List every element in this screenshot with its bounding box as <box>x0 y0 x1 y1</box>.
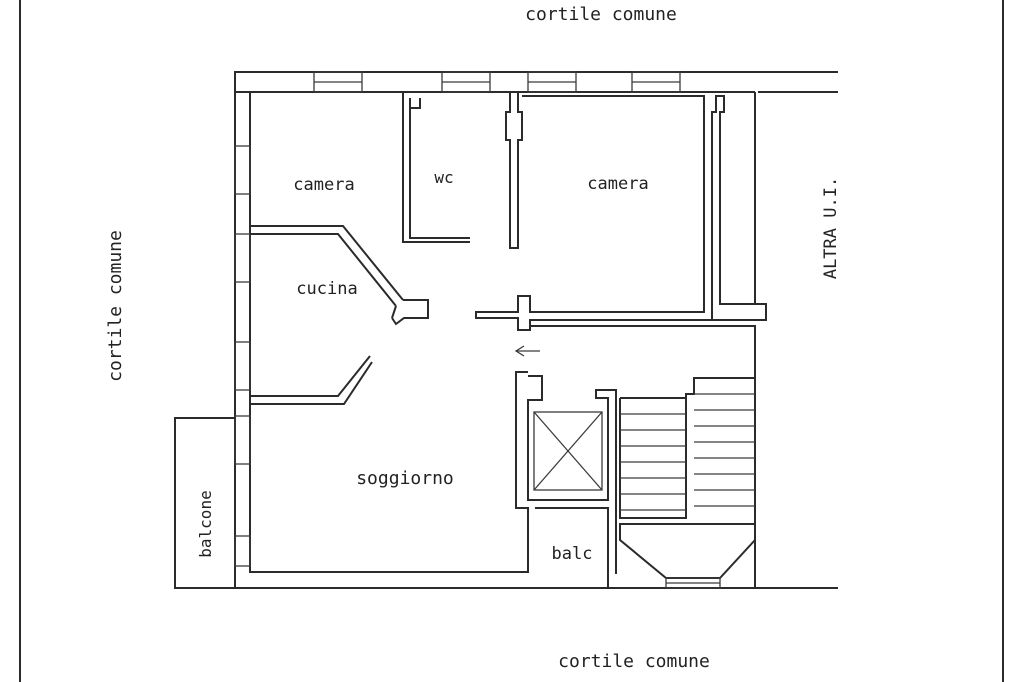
stair-treads <box>620 393 755 511</box>
label-camera-left: camera <box>293 175 354 195</box>
camera-left-walls <box>250 225 429 326</box>
wc-walls <box>402 92 523 249</box>
stair-landing <box>619 523 756 589</box>
camera-right-walls <box>475 92 767 588</box>
label-camera-right: camera <box>587 174 648 194</box>
label-wc: wc <box>434 168 453 187</box>
stair-core <box>527 375 755 588</box>
page-frame <box>19 0 1004 682</box>
balcone-area <box>174 417 235 589</box>
label-cucina: cucina <box>296 279 357 299</box>
label-cortile-bottom: cortile comune <box>558 651 710 672</box>
label-balcone: balcone <box>196 490 215 557</box>
cucina-soggiorno-walls <box>250 355 373 405</box>
top-windows <box>313 71 681 93</box>
label-cortile-left: cortile comune <box>105 230 126 382</box>
label-altra-ui: ALTRA U.I. <box>821 177 841 279</box>
outer-walls <box>234 71 838 589</box>
label-soggiorno: soggiorno <box>356 468 454 489</box>
entry-arrow-icon <box>514 345 540 357</box>
label-balc: balc <box>552 544 593 564</box>
left-windows <box>234 145 251 567</box>
label-cortile-top: cortile comune <box>525 4 677 25</box>
